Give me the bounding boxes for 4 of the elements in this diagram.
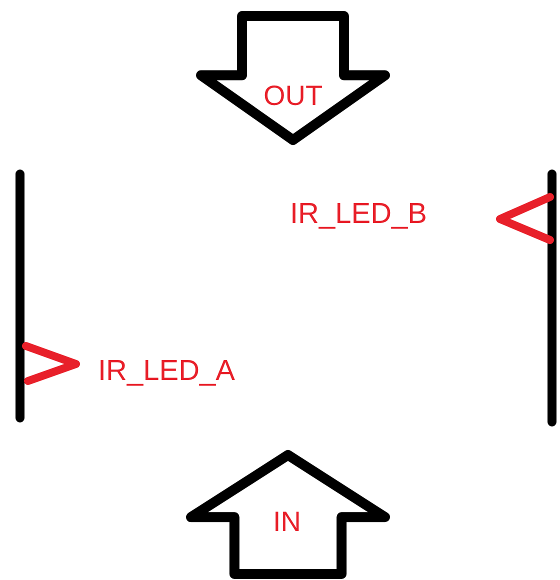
arrow-label: OUT xyxy=(263,82,323,110)
arrow-label: IN xyxy=(273,508,301,536)
sensor-label: IR_LED_B xyxy=(290,200,428,229)
sensor-label: IR_LED_A xyxy=(98,357,236,386)
